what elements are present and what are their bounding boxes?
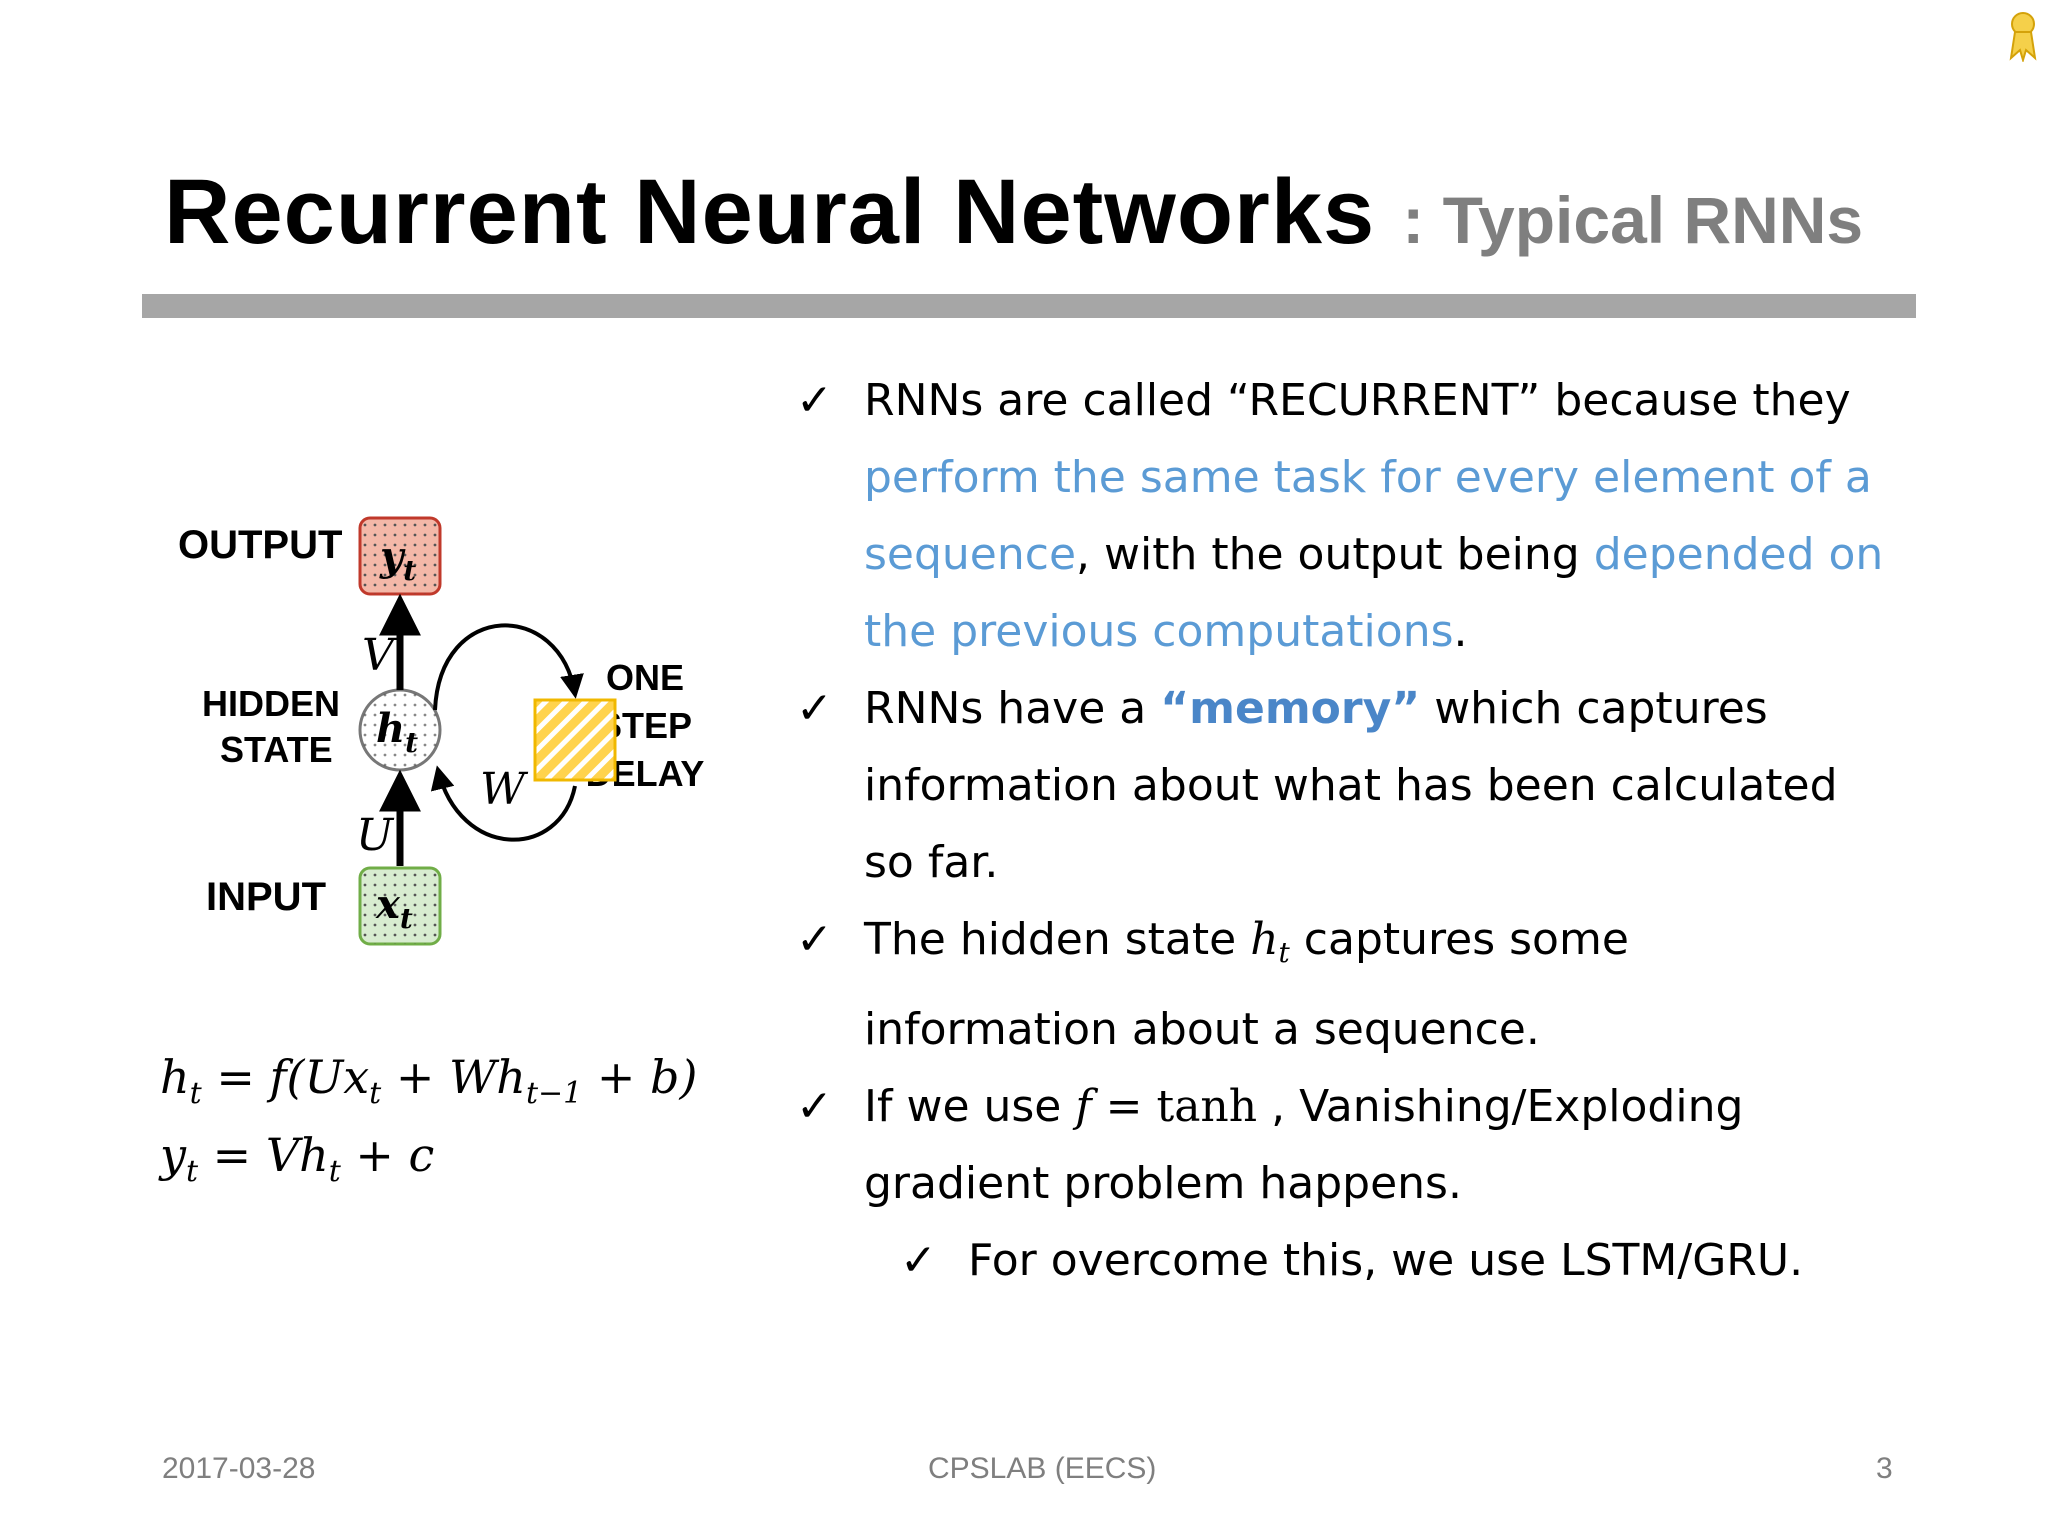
weight-w: W (480, 764, 529, 815)
check-icon: ✓ (796, 375, 833, 426)
delay-box (533, 698, 617, 782)
bullet-tanh: ✓ If we use f = tanh , Vanishing/Explodi… (796, 1068, 1896, 1222)
label-output: OUTPUT (178, 523, 342, 567)
label-input: INPUT (206, 875, 326, 919)
check-icon: ✓ (796, 1081, 833, 1132)
check-icon: ✓ (796, 914, 833, 965)
weight-v: V (362, 630, 398, 681)
label-hidden-1: HIDDEN (202, 683, 340, 724)
footer-page-number: 3 (1876, 1452, 1893, 1485)
ribbon-pin-icon (2009, 12, 2037, 62)
rnn-equations: ht = f(Uxt + Wht−1 + b) yt = Vht + c (160, 1050, 697, 1206)
input-node-symbol: xt (375, 881, 413, 935)
bullet-list: ✓ RNNs are called “RECURRENT” because th… (796, 362, 1896, 1299)
bullet-recurrent: ✓ RNNs are called “RECURRENT” because th… (796, 362, 1896, 670)
loop-arrow-bottom (430, 765, 577, 842)
hidden-node-symbol: ht (376, 705, 418, 759)
rnn-diagram: OUTPUT HIDDEN STATE INPUT ONE STEP DELAY… (178, 516, 704, 946)
title-divider (142, 294, 1916, 318)
label-delay-1: ONE (606, 657, 684, 698)
output-node-symbol: yt (379, 533, 416, 587)
footer-org: CPSLAB (EECS) (928, 1452, 1157, 1485)
equation-output: yt = Vht + c (160, 1128, 435, 1189)
slide-title: Recurrent Neural Networks : Typical RNNs (164, 160, 1863, 265)
equation-hidden: ht = f(Uxt + Wht−1 + b) (160, 1050, 698, 1111)
check-icon: ✓ (796, 683, 833, 734)
loop-arrow-top (433, 623, 584, 711)
label-hidden-2: STATE (220, 729, 333, 770)
bullet-hidden-state: ✓ The hidden state ht captures some info… (796, 901, 1896, 1068)
title-subtitle: : Typical RNNs (1402, 183, 1864, 257)
bullet-lstm-gru: ✓ For overcome this, we use LSTM/GRU. (900, 1222, 1896, 1299)
bullet-memory: ✓ RNNs have a “memory” which captures in… (796, 670, 1896, 901)
title-main: Recurrent Neural Networks (164, 161, 1376, 263)
footer-date: 2017-03-28 (162, 1452, 316, 1485)
weight-u: U (356, 810, 395, 861)
check-icon: ✓ (900, 1235, 937, 1286)
